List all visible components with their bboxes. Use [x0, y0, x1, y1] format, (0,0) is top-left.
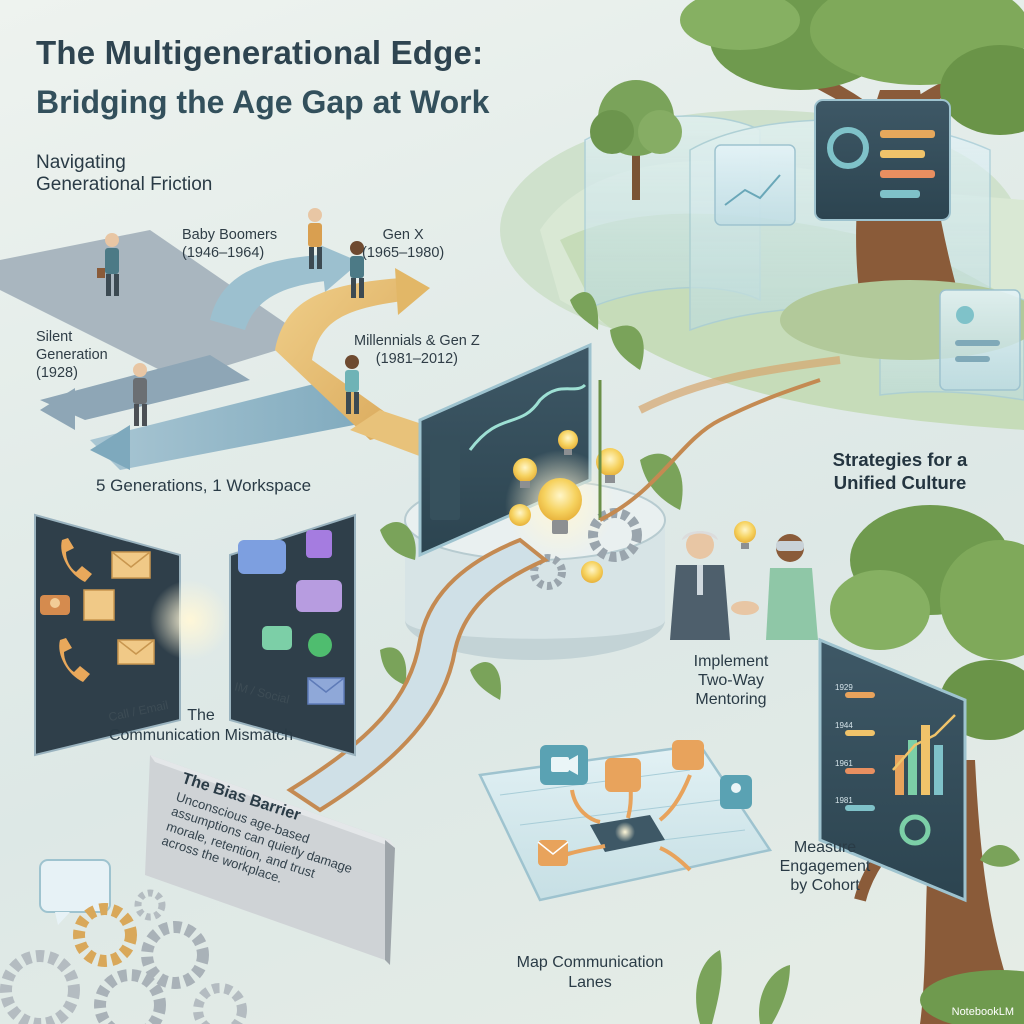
- handshake-icon: [731, 601, 759, 615]
- engagement-dashboard: [818, 637, 967, 903]
- mentor-person: [670, 531, 730, 640]
- baby-boomers-name: Baby Boomers: [182, 227, 278, 243]
- gen-x-label: Gen X (1965–1980): [362, 226, 444, 262]
- strategies-heading: Strategies for a Unified Culture: [800, 448, 1000, 494]
- communication-mismatch-title: The Communication Mismatch: [86, 706, 316, 745]
- strategy-mentoring-line3: Mentoring: [695, 691, 767, 709]
- plant-leaves: [380, 291, 683, 700]
- gen-x-name: Gen X: [382, 227, 424, 243]
- mentee-person: [766, 534, 818, 640]
- silent-generation-name: Silent: [36, 329, 73, 345]
- main-title: The Multigenerational Edge:: [36, 34, 484, 71]
- communication-title-line2: Communication Mismatch: [108, 726, 294, 744]
- millennials-genz-name: Millennials & Gen Z: [354, 333, 480, 349]
- dashboard-year-1: 1929: [835, 683, 853, 692]
- millennials-genz-label: Millennials & Gen Z (1981–2012): [354, 332, 480, 368]
- bias-barrier-sign: [145, 755, 395, 965]
- silent-generation-name2: Generation: [36, 347, 108, 364]
- strategy-lanes-line1: Map Communication: [516, 954, 664, 971]
- strategy-engagement-line3: by Cohort: [790, 877, 860, 895]
- strategy-mentoring-line1: Implement: [693, 653, 769, 670]
- small-tree-icon: [590, 80, 682, 200]
- email-envelope-icon: [83, 551, 155, 665]
- generations-summary: 5 Generations, 1 Workspace: [96, 476, 312, 495]
- baby-boomers-years: (1946–1964): [182, 245, 265, 262]
- communication-title-line1: The: [187, 707, 215, 724]
- rotary-phone-icon: [40, 595, 70, 615]
- chat-bubble-icon: [238, 530, 342, 650]
- silent-generation-years: (1928): [36, 365, 78, 382]
- strategy-engagement: Measure Engagement by Cohort: [770, 838, 880, 896]
- dashboard-panel-right: [939, 289, 1021, 391]
- friction-heading: Navigating Generational Friction: [36, 152, 212, 197]
- brand-watermark: NotebookLM: [951, 1006, 1014, 1018]
- winding-road: [286, 356, 841, 813]
- baby-boomer-person: [308, 208, 322, 269]
- dashboard-year-labels: 1929 1944 1961 1981: [835, 683, 853, 805]
- silent-walker-person: [97, 233, 119, 296]
- strategy-engagement-line1: Measure: [793, 839, 857, 856]
- millennial-person: [345, 355, 359, 414]
- messaging-app-icon: [308, 633, 332, 657]
- question-bubble-icon: [39, 859, 111, 925]
- phone-icon: [59, 538, 92, 682]
- contacts-icon: [720, 775, 752, 809]
- central-screen: [418, 342, 592, 558]
- dashboard-year-3: 1961: [835, 759, 853, 768]
- mail-icon: [537, 840, 569, 866]
- gears-cluster-icon: [0, 889, 247, 1024]
- silent-generation-label: Silent Generation (1928): [36, 328, 108, 382]
- strategy-lanes-line2: Lanes: [568, 973, 612, 991]
- dashboard-panel-mid: [714, 144, 796, 226]
- baby-boomers-label: Baby Boomers (1946–1964): [182, 226, 277, 262]
- strategy-mentoring-line2: Two-Way: [697, 672, 765, 690]
- dashboard-panel-top: [814, 99, 951, 221]
- strategy-mentoring: Implement Two-Way Mentoring: [676, 652, 786, 710]
- strategy-communication-lanes: Map Communication Lanes: [490, 953, 690, 992]
- friction-heading-line1: Navigating: [36, 152, 126, 173]
- dashboard-year-4: 1981: [835, 796, 853, 805]
- silent-generation-person: [133, 363, 147, 426]
- dashboard-year-2: 1944: [835, 721, 853, 730]
- millennials-genz-years: (1981–2012): [375, 351, 458, 368]
- social-envelope-icon: [307, 677, 345, 705]
- message-icon: [605, 740, 704, 792]
- gen-x-person: [350, 241, 364, 298]
- idea-bulbs: [505, 430, 756, 583]
- bottom-plants: [696, 845, 1020, 1024]
- video-call-icon: [540, 745, 588, 785]
- strategy-engagement-line2: Engagement: [779, 858, 871, 876]
- main-subtitle: Bridging the Age Gap at Work: [36, 84, 490, 120]
- strategies-heading-line2: Unified Culture: [833, 472, 967, 494]
- friction-heading-line2: Generational Friction: [36, 174, 213, 196]
- strategies-heading-line1: Strategies for a: [832, 449, 968, 470]
- gen-x-years: (1965–1980): [362, 245, 445, 262]
